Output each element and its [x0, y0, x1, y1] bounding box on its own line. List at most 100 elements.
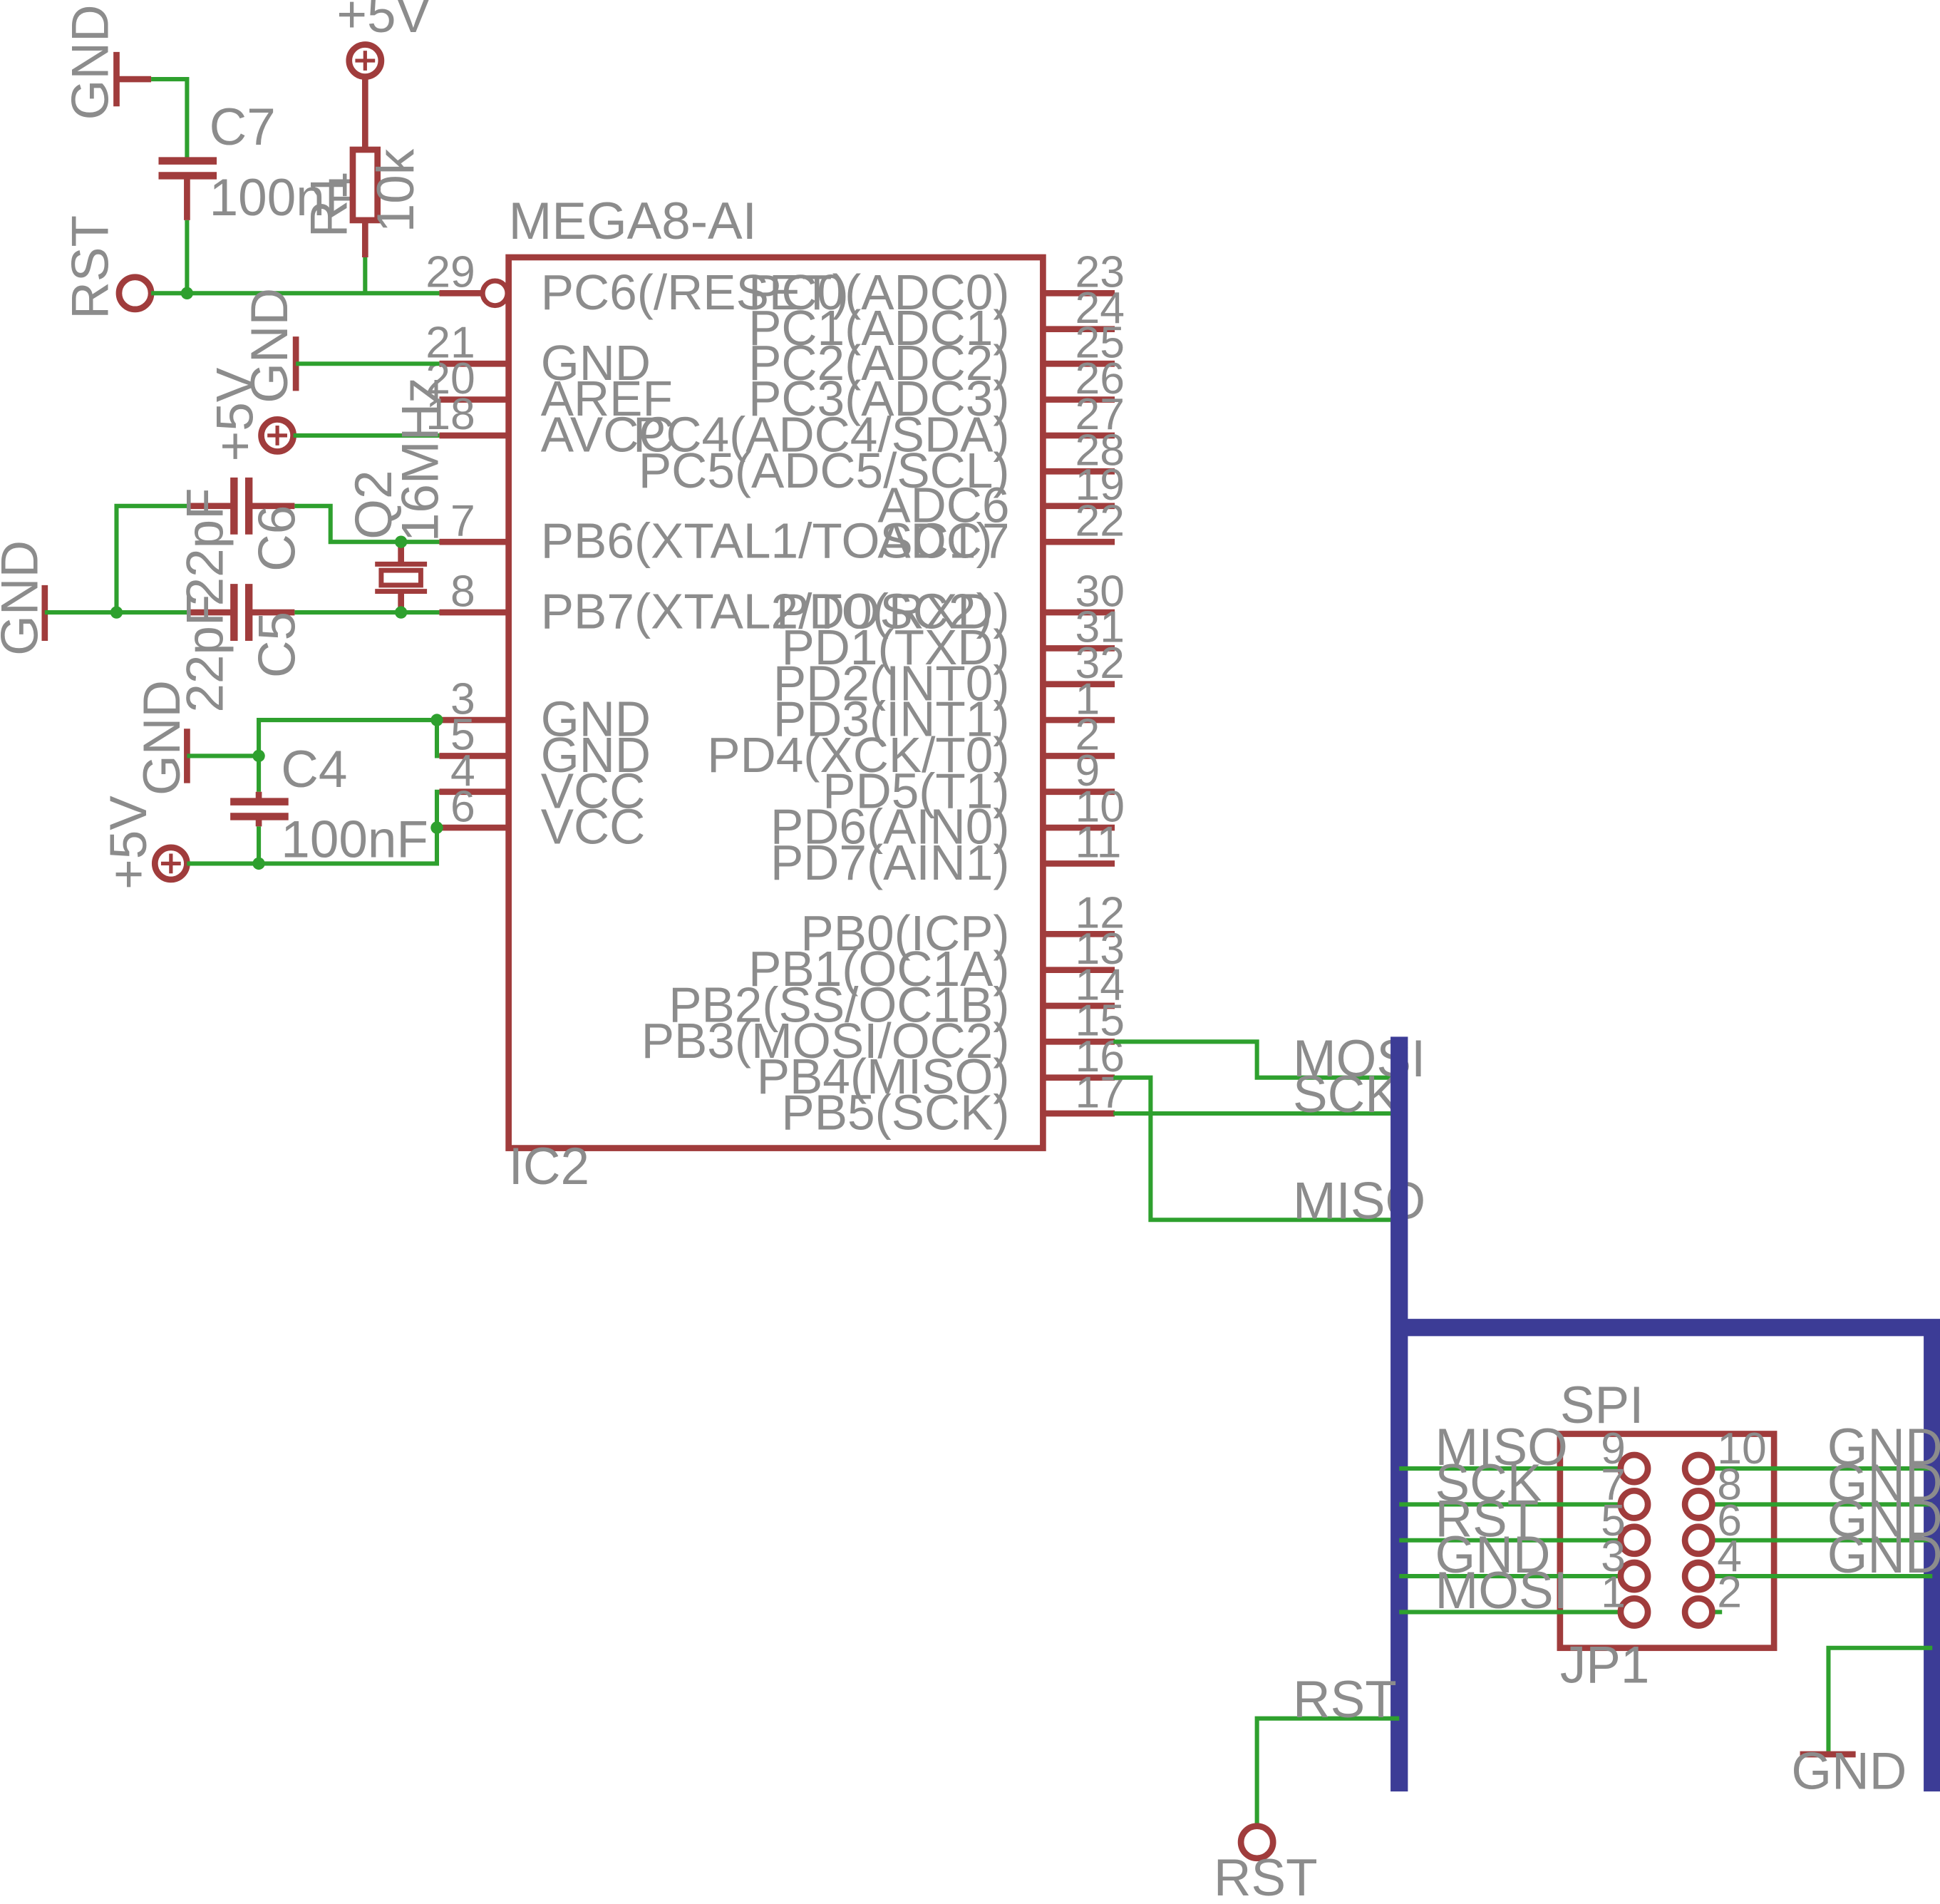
ic-pin-10: 10 PD6(AIN0)	[770, 781, 1125, 854]
ic-pin-14: 14 PB2(SS/OC1B)	[669, 959, 1125, 1032]
connector-net-label: GND	[1435, 1526, 1551, 1584]
pin-number: 4	[1717, 1531, 1742, 1581]
net-label-sck: SCK	[1293, 1066, 1400, 1123]
junction-gnd-crystal	[110, 606, 123, 619]
pin-inverter-bubble	[480, 278, 510, 309]
connector-pad	[1681, 1523, 1715, 1558]
pin-label: PB1(OC1A)	[748, 941, 1009, 997]
c4-name: C4	[281, 741, 347, 798]
pin-label: PD5(T1)	[822, 763, 1009, 818]
pin-number: 5	[450, 710, 475, 760]
junction-pin3	[430, 714, 443, 726]
pin-label: PC2(ADC2)	[748, 335, 1009, 391]
c7-name: C7	[210, 98, 276, 156]
connector-value-label: SPI	[1560, 1376, 1644, 1434]
ic-pin-9: 9 PD5(T1)	[822, 746, 1115, 818]
pin-number: 8	[1717, 1459, 1742, 1509]
pin-number: 6	[450, 781, 475, 831]
pin-label: PB3(MOSI/OC2)	[641, 1013, 1010, 1069]
ic-pin-18: 18 AVCC	[425, 389, 674, 462]
q2-body	[378, 567, 423, 588]
connector-net-label: GND	[1827, 1491, 1940, 1548]
q2-value: 16MHz	[392, 377, 450, 542]
pin-number: 3	[1601, 1531, 1626, 1581]
pin-number: 18	[425, 389, 475, 439]
gnd-label-c7: GND	[61, 4, 119, 120]
junction-q2-xtal1	[394, 535, 408, 548]
wire-rst-bus	[1254, 1716, 1400, 1825]
connector-pad	[1681, 1559, 1715, 1593]
pin-label: PD2(INT0)	[773, 655, 1010, 711]
pin-label: PD3(INT1)	[773, 691, 1010, 747]
pin-label: AREF	[541, 371, 673, 426]
pin-number: 7	[1601, 1459, 1626, 1509]
pin-number: 25	[1075, 318, 1125, 368]
pin-number: 24	[1075, 283, 1125, 333]
rst-label-bottom: RST	[1214, 1849, 1318, 1904]
pin-label: VCC	[541, 763, 646, 818]
connector-pad	[1681, 1451, 1715, 1486]
wire-gnd-c6	[114, 503, 187, 613]
pin-label: PD6(AIN0)	[770, 799, 1010, 855]
pin-label: AVCC	[541, 406, 675, 462]
connector-pin-3: 3 GND	[1399, 1526, 1651, 1593]
r1-value: 10k	[367, 148, 425, 232]
connector-name-label: JP1	[1560, 1636, 1650, 1694]
pin-label: PB7(XTAL2/TOSC2)	[541, 584, 993, 639]
signal-bus	[1390, 1036, 1940, 1792]
vcc-label-r1: +5V	[336, 0, 430, 43]
decoupling-network: GND C4 100nF +5V	[100, 680, 443, 890]
connector-net-label: SCK	[1435, 1454, 1542, 1512]
pin-number: 15	[1075, 996, 1125, 1046]
spi-connector: SPI JP1 9MISO7SCK5RST3GND1MOSIGND10GND8G…	[1399, 1376, 1940, 1694]
pin-number: 10	[1075, 781, 1125, 831]
c6-value: 22pF	[177, 488, 234, 606]
ic-pin-4: 4 VCC	[439, 746, 645, 818]
pin-number: 1	[1601, 1567, 1626, 1617]
ic-body	[505, 254, 1046, 1151]
pin-number: 9	[1075, 746, 1100, 796]
wire-vcc-pin4	[434, 789, 440, 828]
pin-number: 27	[1075, 389, 1125, 439]
pin-label: PD7(AIN1)	[770, 835, 1010, 890]
pin-label: PB2(SS/OC1B)	[669, 977, 1009, 1033]
pin-number: 4	[450, 746, 475, 796]
pin-number: 6	[1717, 1496, 1742, 1545]
connector-pad	[1617, 1559, 1651, 1593]
pin-number: 14	[1075, 959, 1125, 1009]
bus-line-horizontal	[1399, 1319, 1940, 1792]
rst-terminal-bottom	[1237, 1823, 1276, 1862]
pin-number: 21	[425, 318, 475, 368]
ic-pin-25: 25 PC2(ADC2)	[748, 318, 1125, 391]
connector-pin-7: 7 SCK	[1399, 1454, 1651, 1521]
rst-label-left: RST	[61, 215, 119, 319]
gnd-label-pin21: GND	[241, 288, 299, 403]
spi-nets: MOSI SCK MISO	[1113, 1030, 1425, 1230]
junction-pin6	[430, 821, 443, 834]
pin-number: 1	[1075, 674, 1100, 724]
pin-label: ADC7	[877, 513, 1009, 569]
r1-name: R1	[300, 171, 358, 237]
pin-number: 17	[1075, 1067, 1125, 1117]
junction-c4-vcc	[252, 857, 265, 870]
pin-label: PD1(TXD)	[781, 619, 1009, 675]
pin-number: 7	[450, 495, 475, 545]
c5-value: 22pF	[177, 595, 234, 713]
